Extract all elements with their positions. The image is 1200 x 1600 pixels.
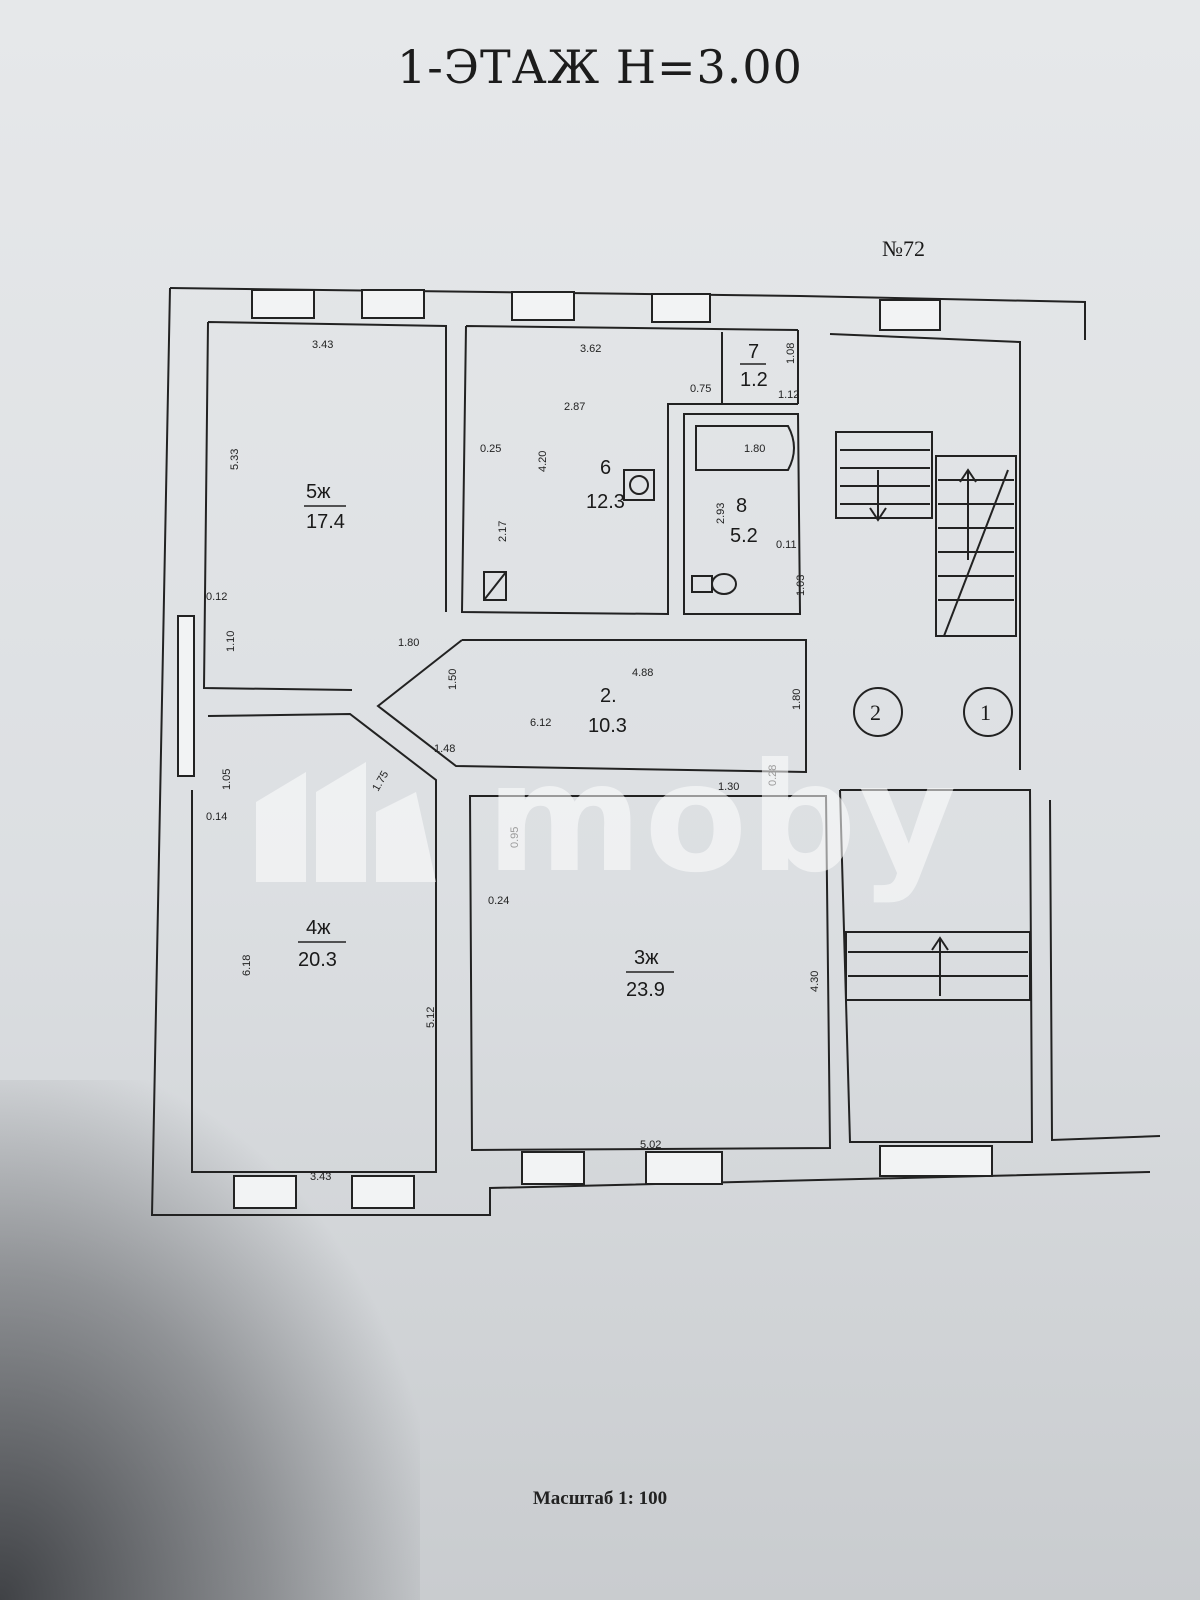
hall-2-walls [376,639,807,774]
dim-r4-top: 1.05 [221,769,233,790]
window-2 [361,289,425,319]
window-7 [351,1175,415,1209]
window-8 [521,1151,585,1185]
window-5 [879,299,941,331]
dim-r3-width: 5.02 [640,1139,661,1151]
room-2-id: 2. [600,685,617,707]
room-5-area: 17.4 [306,511,345,533]
dim-r5-height: 5.33 [229,449,241,470]
marker-2-label: 2 [870,700,881,725]
window-3 [511,291,575,321]
building-number: №72 [882,236,925,261]
dim-r8-height: 2.93 [715,503,727,524]
scale-label: Масштаб 1: 100 [532,1488,668,1509]
stove-icon [623,469,655,501]
room-8-id: 8 [736,495,747,517]
dim-r6-height: 4.20 [537,451,549,472]
dim-hall-left: 6.12 [530,717,551,729]
marker-1 [963,687,1013,737]
dim-r5-width: 3.43 [312,339,333,351]
dim-r8-door: 1.03 [795,575,807,596]
room-8-walls [683,413,802,615]
room-6-walls [460,325,799,616]
dim-r5-wall: 0.12 [206,591,227,603]
dim-r3-wall: 0.24 [488,895,509,907]
window-6 [233,1175,297,1209]
room-4-id: 4ж [306,917,331,939]
window-11 [177,615,195,777]
room-5-walls [202,321,447,691]
dim-hall-wall: 0.28 [767,765,779,786]
dim-r4-height: 6.18 [241,955,253,976]
window-10 [879,1145,993,1177]
outer-wall-left-bottom [150,287,1151,1216]
dim-diag-3: 1.48 [434,743,455,755]
marker-1-label: 1 [980,700,991,725]
stairs-lower [845,931,1031,1001]
dim-r6-width: 3.62 [580,343,601,355]
dim-r5-door: 1.10 [225,631,237,652]
window-1 [251,289,315,319]
dim-r6-wall: 0.25 [480,443,501,455]
dim-diag-1: 1.80 [398,637,419,649]
window-9 [645,1151,723,1185]
stairs-upper-left [835,431,933,519]
toilet-icon [691,573,737,595]
room-4-walls [191,712,437,1173]
room-2-area: 10.3 [588,715,627,737]
right-walls [1049,799,1161,1142]
dim-r7-height: 1.08 [785,343,797,364]
room-3-id: 3ж [634,947,659,969]
dim-r6-depth: 2.87 [564,401,585,413]
room-4-area: 20.3 [298,949,337,971]
window-4 [651,293,711,323]
dim-diag-4: 1.75 [370,769,391,794]
photo-shadow [0,1080,420,1600]
room-3-area: 23.9 [626,979,665,1001]
dim-r7-width: 0.75 [690,383,711,395]
bathtub [695,425,795,471]
outer-wall-top [169,287,1086,340]
room-3-walls [468,795,832,1152]
room-5-id: 5ж [306,481,331,503]
room-6-area: 12.3 [586,491,625,513]
dim-hall-door: 1.80 [791,689,803,710]
room-7-id: 7 [748,341,759,363]
dim-r6-side: 2.17 [497,521,509,542]
dim-hall-bottom: 1.30 [718,781,739,793]
dim-r8-bath: 1.80 [744,443,765,455]
page-title: 1-ЭТАЖ Н=3.00 [397,40,803,94]
dim-r4-inner: 5.12 [425,1007,437,1028]
dim-diag-2: 1.50 [447,669,459,690]
dim-r4-wall: 0.14 [206,811,227,823]
dim-r7-side: 1.12 [778,389,799,401]
stairs-upper-right [935,455,1017,637]
dim-r8-wall: 0.11 [776,539,797,551]
room-6-id: 6 [600,457,611,479]
stair-core-walls [829,333,1034,1143]
room-7-walls [721,330,799,404]
dim-r4-width: 3.43 [310,1171,331,1183]
marker-2 [853,687,903,737]
dim-r3-height: 4.30 [809,971,821,992]
sink-icon [483,571,507,601]
room-7-area: 1.2 [740,369,768,391]
room-8-area: 5.2 [730,525,758,547]
dim-r3-door: 0.95 [509,827,521,848]
dim-hall-width: 4.88 [632,667,653,679]
